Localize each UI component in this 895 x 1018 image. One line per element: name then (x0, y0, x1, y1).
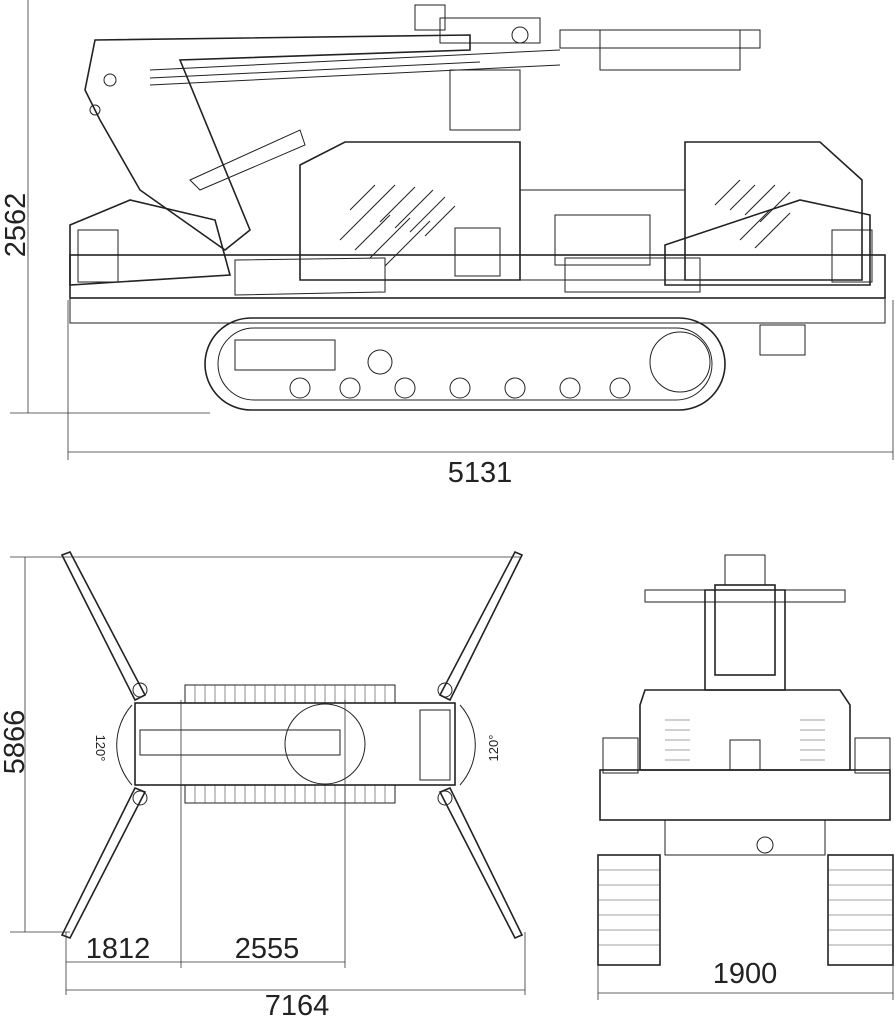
total-span-dimension: 7164 (265, 990, 330, 1018)
side-dimension-lines (10, 0, 894, 460)
front-view-machine (597, 554, 894, 966)
angle-label-left: 120° (93, 735, 108, 762)
top-dimension-lines (10, 556, 526, 995)
top-view: 120° 120° 5866 1812 2555 7164 (0, 550, 526, 1018)
outrigger-offset-dimension: 1812 (86, 933, 151, 965)
center-span-dimension: 2555 (235, 933, 300, 965)
width-dimension: 5866 (0, 710, 31, 775)
angle-label-right: 120° (486, 735, 501, 762)
track-rollers (289, 377, 631, 399)
side-view-machine (69, 4, 886, 411)
top-view-machine (60, 550, 524, 940)
side-view: 2562 5131 (0, 0, 894, 489)
front-width-dimension: 1900 (713, 958, 778, 990)
front-dimension-lines (597, 965, 894, 1000)
length-dimension: 5131 (448, 457, 513, 489)
front-view: 1900 (597, 554, 894, 1000)
height-dimension: 2562 (0, 193, 32, 258)
vent-slots (339, 179, 791, 267)
